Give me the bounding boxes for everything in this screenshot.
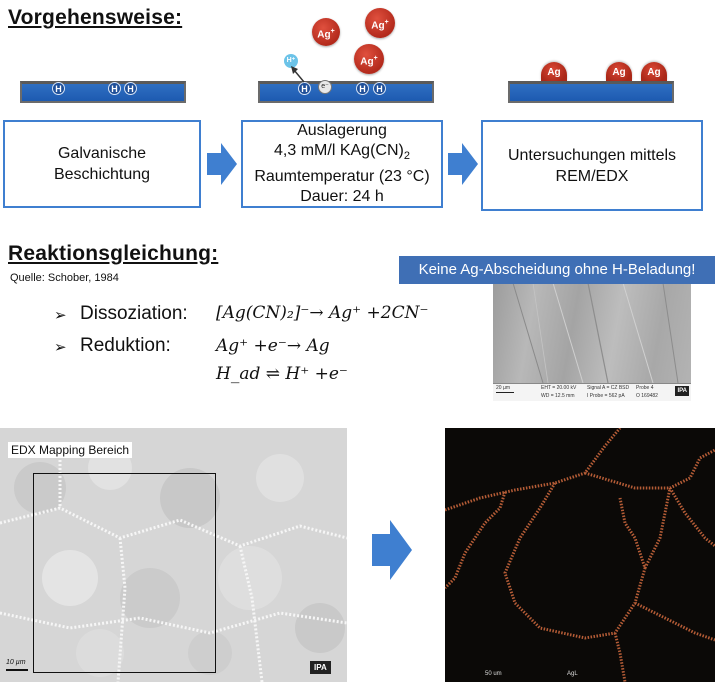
silver-deposit: Ag	[606, 62, 632, 81]
scale-bar-label: 10 µm	[6, 659, 26, 666]
sem-texture	[512, 283, 679, 384]
bullet-icon: ➢	[54, 339, 67, 356]
element-label: AgL	[567, 671, 578, 677]
sem-info: I Probe = 562 pA	[587, 393, 625, 399]
ipa-logo: IPA	[675, 386, 689, 396]
step-line-concentration: 4,3 mM/l KAg(CN)2	[274, 142, 410, 163]
step-line: REM/EDX	[555, 167, 629, 185]
sem-info: O 169482	[636, 393, 658, 399]
release-arrow	[291, 66, 305, 83]
hydrogen-equilibrium-equation: H_ad ⇌ H⁺ +e⁻	[216, 364, 348, 384]
step-line: Untersuchungen mittels	[507, 146, 677, 164]
scale-bar	[496, 392, 514, 393]
step-box-coating: Galvanische Beschichtung	[3, 120, 201, 208]
procedure-heading: Vorgehensweise:	[8, 6, 183, 29]
edx-mapping-region	[33, 473, 216, 673]
grain-texture	[0, 428, 347, 682]
sem-image-surface: 20 µm EHT = 20.00 kV WD = 12.5 mm Signal…	[493, 283, 691, 401]
hydrogen-atom: H	[298, 82, 311, 95]
silver-deposit: Ag	[541, 62, 567, 81]
hydrogen-atom: H	[52, 82, 65, 95]
step-line: Galvanische	[57, 145, 147, 162]
sem-info: Signal A = CZ BSD	[587, 385, 630, 391]
step-line: Raumtemperatur (23 °C)	[254, 167, 430, 185]
silver-ion: Ag+	[312, 18, 340, 46]
step-line: Auslagerung	[297, 122, 387, 140]
ipa-logo: IPA	[310, 661, 331, 674]
sem-info: Probe 4	[636, 385, 654, 391]
bullet-icon: ➢	[54, 307, 67, 324]
substrate-plate-1	[20, 81, 186, 103]
hydrogen-ion: H⁺	[284, 54, 298, 68]
step-box-analysis: Untersuchungen mittels REM/EDX	[481, 120, 703, 211]
source-citation: Quelle: Schober, 1984	[10, 272, 119, 284]
edx-signal	[445, 428, 715, 682]
flow-arrow-1	[207, 143, 237, 185]
sem-image-grains: EDX Mapping Bereich 10 µm IPA	[0, 428, 347, 682]
sem-info: EHT = 20.00 kV	[541, 385, 577, 391]
hydrogen-atom: H	[373, 82, 386, 95]
reduction-label: Reduktion:	[80, 335, 171, 356]
edx-map-image: 50 um AgL	[445, 428, 715, 682]
scale-bar-label: 50 um	[485, 671, 502, 677]
flow-arrow-3	[372, 520, 412, 580]
sem-info-bar: 20 µm EHT = 20.00 kV WD = 12.5 mm Signal…	[493, 383, 691, 401]
flow-arrow-2	[448, 143, 478, 185]
hydrogen-atom: H	[124, 82, 137, 95]
electron: e⁻	[318, 80, 332, 94]
dissociation-label: Dissoziation:	[80, 303, 188, 324]
scale-bar	[6, 669, 28, 671]
reaction-heading: Reaktionsgleichung:	[8, 242, 219, 265]
step-line: Beschichtung	[53, 166, 151, 183]
reduction-equation: Ag⁺ +e⁻→ Ag	[216, 336, 330, 356]
silver-ion: Ag+	[354, 44, 384, 74]
silver-deposit: Ag	[641, 62, 667, 81]
scale-bar-label: 20 µm	[496, 385, 510, 391]
hydrogen-atom: H	[356, 82, 369, 95]
step-line: Dauer: 24 h	[300, 187, 384, 205]
dissociation-equation: [Ag(CN)₂]⁻→ Ag⁺ +2CN⁻	[216, 303, 429, 323]
sem-info: WD = 12.5 mm	[541, 393, 575, 399]
silver-ion: Ag+	[365, 8, 395, 38]
hydrogen-atom: H	[108, 82, 121, 95]
callout-banner: Keine Ag-Abscheidung ohne H-Beladung!	[399, 256, 715, 284]
substrate-plate-2	[258, 81, 434, 103]
step-box-storage: Auslagerung 4,3 mM/l KAg(CN)2 Raumtemper…	[241, 120, 443, 208]
edx-region-label: EDX Mapping Bereich	[8, 442, 133, 458]
substrate-plate-3	[508, 81, 674, 103]
